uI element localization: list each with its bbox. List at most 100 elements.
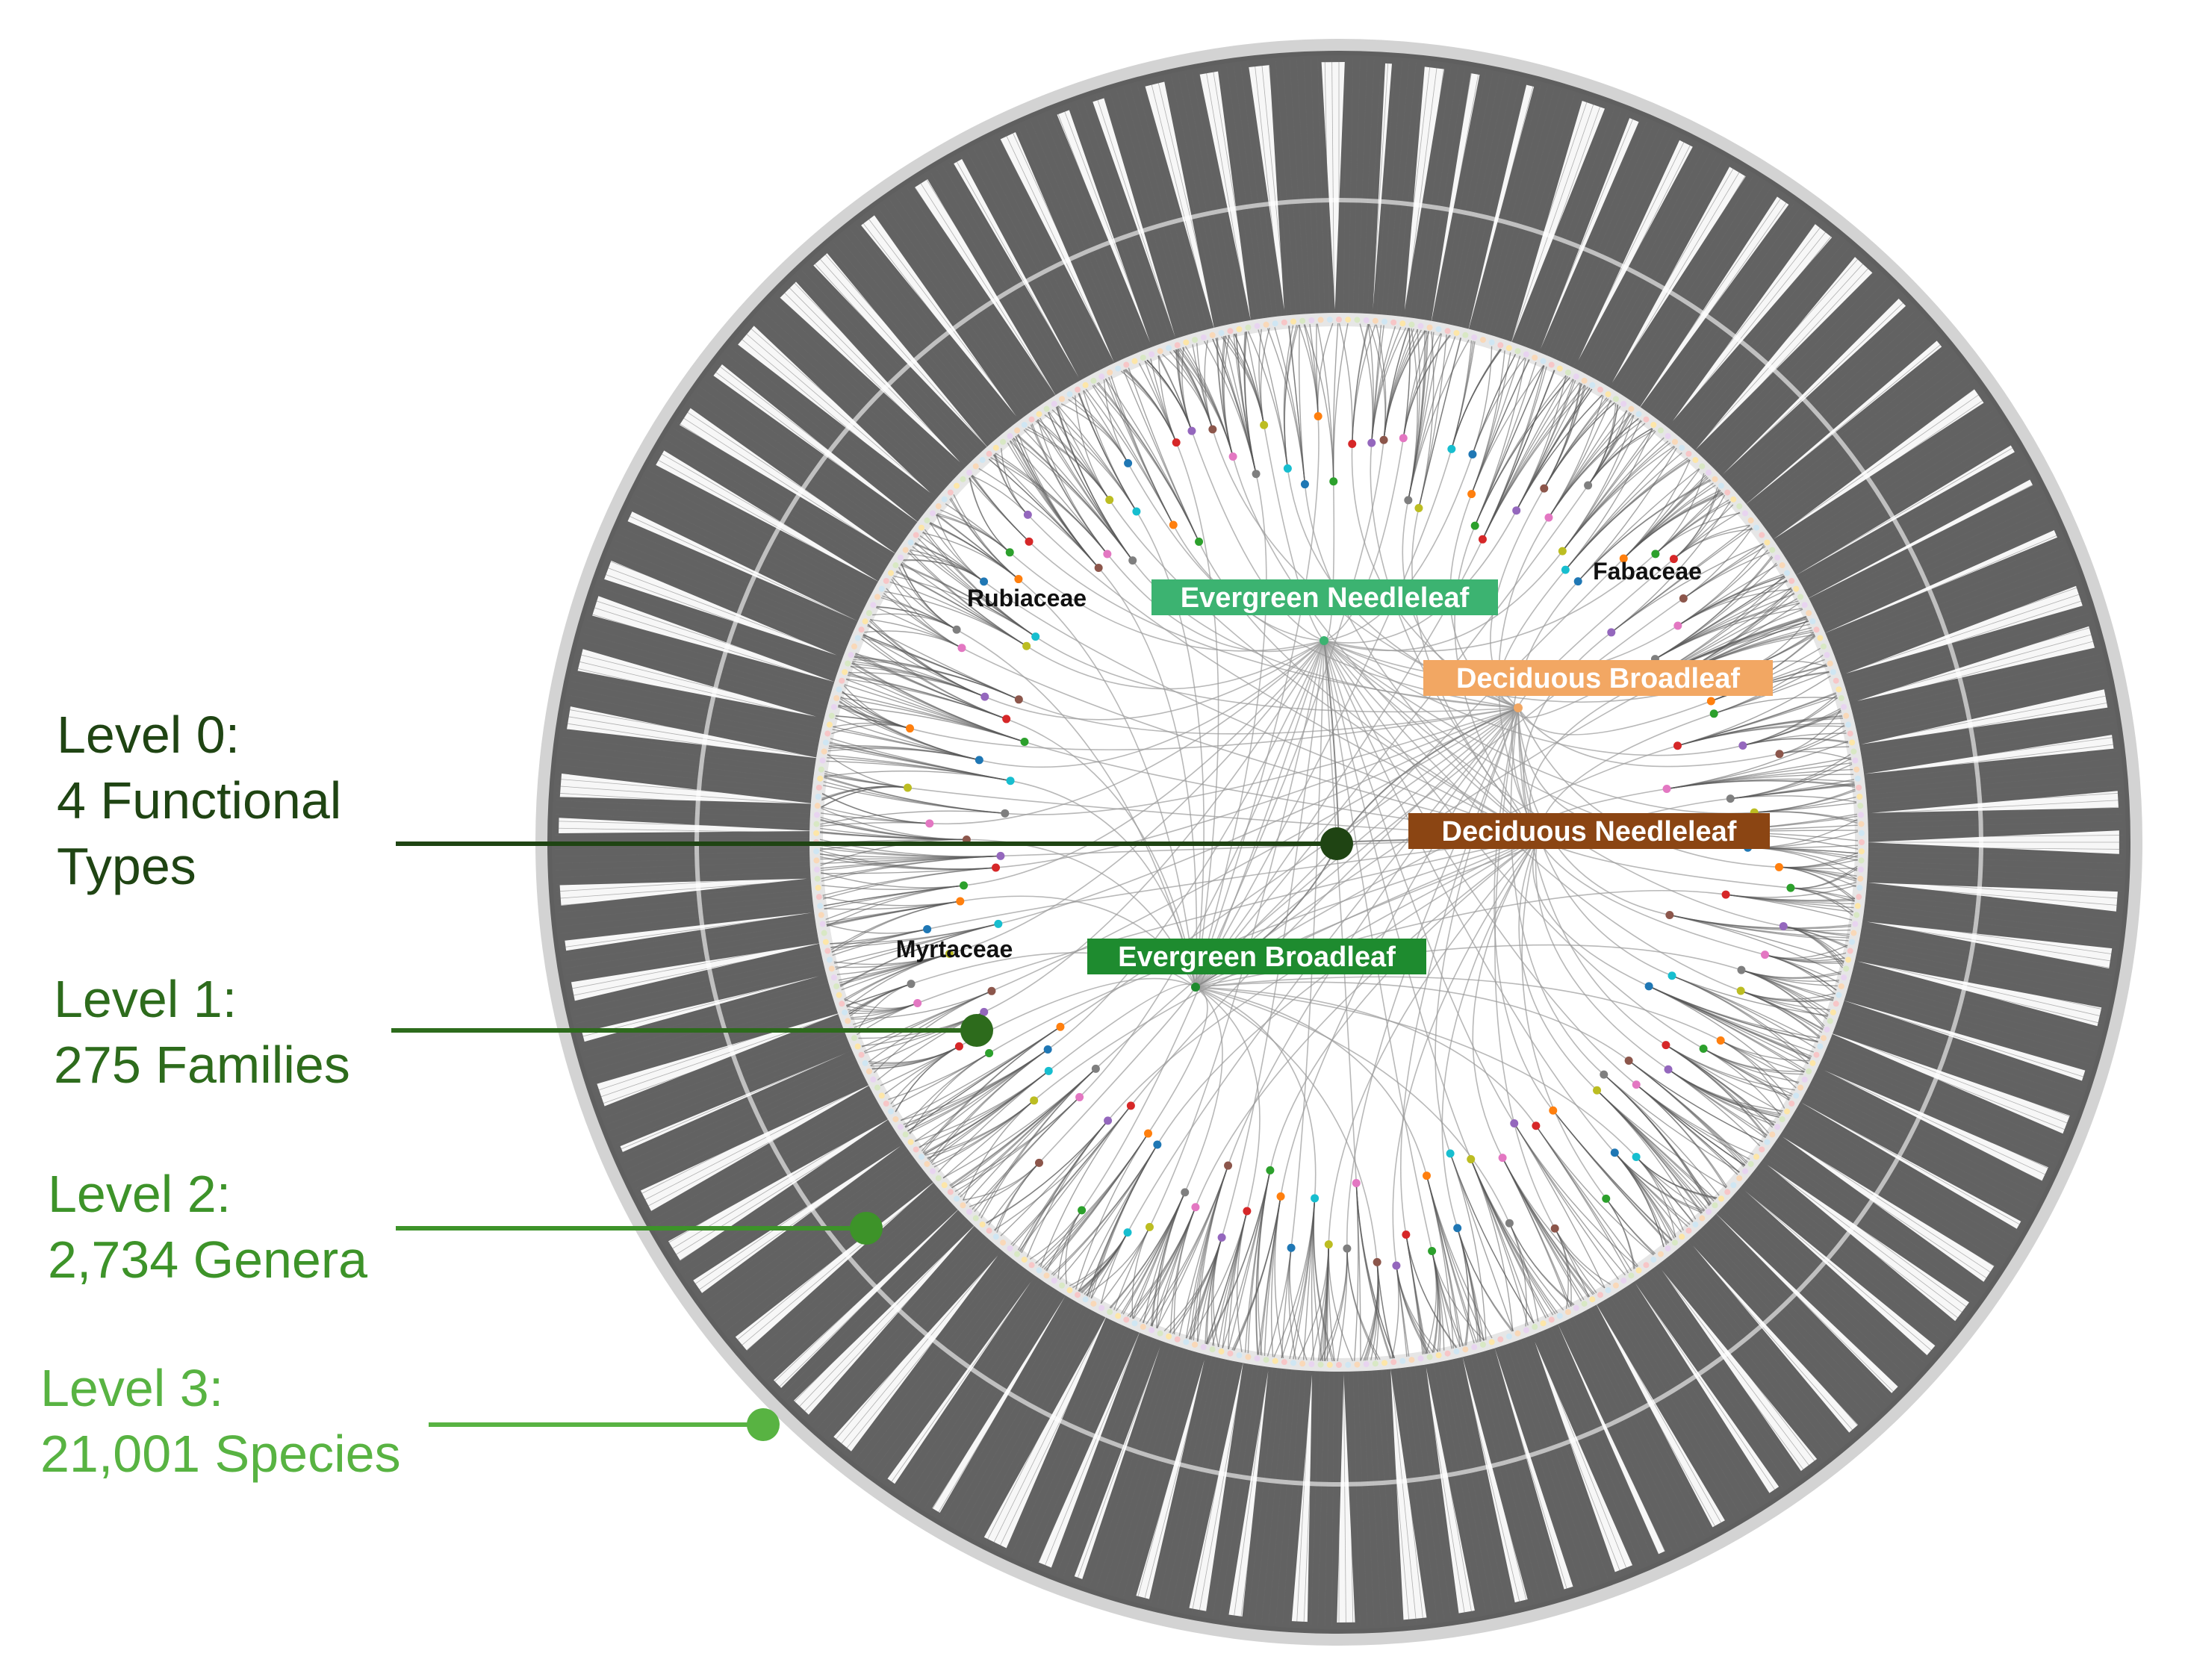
species-line	[1063, 1334, 1154, 1577]
family-dot	[1023, 510, 1032, 519]
species-line	[1367, 59, 1381, 317]
level-1-label: Level 1: 275 Families	[54, 966, 350, 1098]
genus-dot	[826, 956, 833, 963]
species-line	[1399, 1365, 1431, 1621]
species-line	[1864, 880, 2122, 899]
species-line	[1050, 113, 1146, 353]
species-line	[1017, 1322, 1124, 1558]
species-line	[1362, 59, 1375, 317]
genus-dot	[833, 983, 840, 989]
species-line	[1674, 237, 1839, 438]
species-line	[753, 1192, 946, 1364]
genus-dot	[1821, 1035, 1827, 1042]
species-gap	[1404, 66, 1445, 311]
level-0-unit: Types	[57, 837, 196, 895]
species-line	[1199, 70, 1246, 325]
genus-dot	[883, 1101, 889, 1107]
species-line	[591, 606, 837, 685]
family-label-myrtaceae: Myrtaceae	[896, 936, 1013, 962]
family-dot	[985, 1048, 994, 1057]
family-edge	[1195, 986, 1511, 1224]
genus-edge	[1552, 1110, 1669, 1244]
species-line	[1844, 991, 2092, 1065]
family-dot	[1610, 1148, 1619, 1157]
family-dot	[925, 819, 934, 828]
species-gap	[1827, 1031, 2070, 1134]
species-line	[1579, 1310, 1699, 1540]
species-line	[1735, 1188, 1930, 1359]
genus-edge	[1179, 348, 1234, 457]
species-line	[1036, 118, 1137, 357]
genus-dot	[1098, 373, 1105, 380]
species-line	[568, 694, 822, 744]
genus-edge	[827, 747, 980, 761]
genus-dot	[1824, 652, 1830, 659]
genus-edge	[1730, 757, 1852, 800]
species-line	[960, 1303, 1086, 1530]
species-line	[1324, 58, 1330, 317]
genus-dot	[1809, 1060, 1816, 1066]
genus-edge	[1548, 417, 1639, 518]
species-gap	[1337, 1374, 1355, 1623]
genus-dot	[907, 1139, 914, 1145]
species-gap	[1662, 1269, 1818, 1472]
genus-dot	[1497, 342, 1504, 349]
species-gap	[1695, 257, 1873, 450]
species-line	[626, 1062, 861, 1170]
family-edge	[1109, 500, 1538, 839]
species-line	[797, 1222, 976, 1410]
genus-edge	[1535, 1125, 1629, 1274]
species-line	[629, 508, 863, 619]
species-line	[786, 1216, 969, 1400]
genus-dot	[1174, 342, 1181, 349]
species-gap	[656, 450, 880, 582]
genus-dot	[1730, 496, 1737, 503]
species-line	[1844, 986, 2093, 1058]
genus-dot	[1685, 450, 1692, 457]
species-line	[1579, 145, 1699, 375]
genus-edge	[1535, 1125, 1654, 1256]
species-gap	[932, 1295, 1066, 1513]
species-line	[948, 1298, 1078, 1523]
family-edge	[1537, 837, 1765, 956]
species-line	[1811, 1074, 2043, 1189]
species-line	[1261, 62, 1287, 319]
species-line	[1835, 579, 2078, 667]
genus-edge	[1470, 1159, 1556, 1315]
genus-edge	[846, 678, 1007, 720]
species-line	[1178, 1357, 1231, 1610]
genus-edge	[974, 1096, 1081, 1213]
family-edge	[1517, 707, 1673, 977]
family-dot	[1224, 1161, 1233, 1170]
genus-dot	[1657, 1251, 1664, 1257]
species-line	[651, 464, 878, 589]
species-line	[1732, 1192, 1925, 1364]
family-dot	[907, 980, 916, 989]
genus-dot	[1843, 965, 1850, 972]
species-line	[1791, 440, 2012, 573]
genus-edge	[1072, 396, 1129, 464]
species-line	[688, 404, 903, 549]
species-line	[1310, 1368, 1321, 1626]
family-dot	[1266, 1166, 1275, 1175]
family-dot	[1779, 921, 1788, 930]
species-gap	[1249, 65, 1284, 311]
genus-dot	[1497, 1336, 1504, 1343]
species-line	[850, 1253, 1011, 1456]
species-line	[1765, 381, 1974, 533]
genus-dot	[1556, 365, 1563, 372]
family-edge	[1157, 837, 1538, 1145]
species-line	[1303, 1368, 1316, 1625]
genus-dot	[1336, 317, 1342, 323]
genus-dot	[1007, 1245, 1013, 1252]
species-line	[1562, 1318, 1673, 1552]
species-line	[556, 880, 814, 899]
species-line	[1076, 103, 1163, 346]
family-edge	[1323, 550, 1563, 652]
species-line	[1488, 1347, 1561, 1595]
genus-dot	[1426, 1354, 1433, 1360]
species-line	[1609, 1294, 1741, 1516]
genus-dot	[972, 463, 979, 470]
genus-edge	[1156, 1207, 1196, 1329]
species-line	[1709, 284, 1892, 469]
